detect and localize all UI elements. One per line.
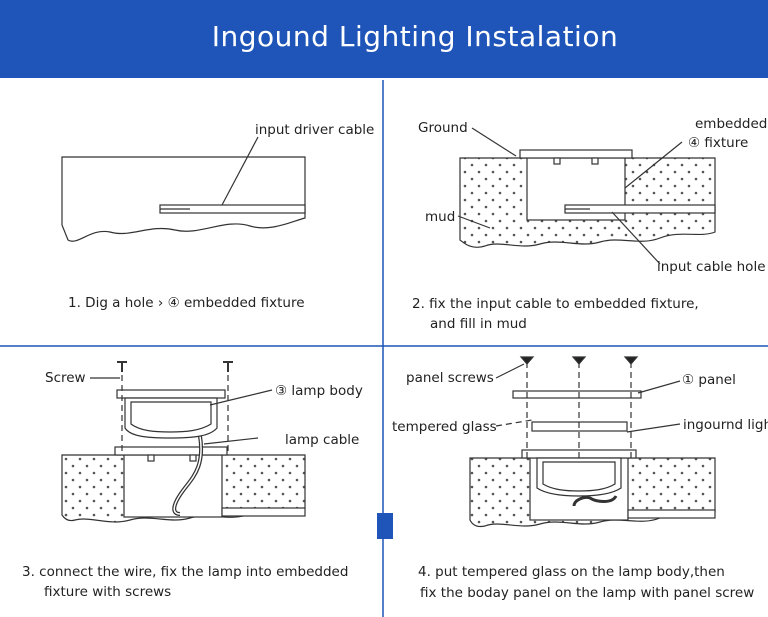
label-input-driver-cable: input driver cable xyxy=(255,122,375,138)
label-embedded: embedded xyxy=(695,116,768,132)
title-banner xyxy=(0,0,768,78)
caption-step2-line1: 2. fix the input cable to embedded fixtu… xyxy=(412,296,699,312)
step4-diagram xyxy=(469,356,716,528)
step3-diagram xyxy=(61,361,306,523)
page-title: Ingound Lighting Instalation xyxy=(211,20,619,53)
label-mud: mud xyxy=(425,209,456,225)
label-lamp-cable: lamp cable xyxy=(285,432,360,448)
installation-diagram xyxy=(0,80,768,617)
blue-marker xyxy=(377,513,393,539)
label-panel-screws: panel screws xyxy=(406,370,494,386)
label-panel: ① panel xyxy=(682,372,736,388)
label-screw: Screw xyxy=(45,370,86,386)
step2-diagram xyxy=(457,127,716,265)
caption-step3-line2: fixture with screws xyxy=(44,584,172,600)
caption-step4-line2: fix the boday panel on the lamp with pan… xyxy=(420,585,755,601)
step1-diagram xyxy=(61,136,306,242)
caption-step3-line1: 3. connect the wire, fix the lamp into e… xyxy=(22,564,349,580)
label-ingournd-light: ingournd ligh xyxy=(683,417,768,433)
caption-step1: 1. Dig a hole › ④ embedded fixture xyxy=(68,295,305,311)
caption-step2-line2: and fill in mud xyxy=(430,316,527,332)
label-lamp-body: ③ lamp body xyxy=(275,383,363,399)
label-embedded-fixture: ④ fixture xyxy=(688,135,749,151)
caption-step4-line1: 4. put tempered glass on the lamp body,t… xyxy=(418,564,725,580)
label-input-cable-hole: input cable hole xyxy=(657,259,766,275)
label-tempered-glass: tempered glass xyxy=(392,419,497,435)
label-ground: Ground xyxy=(418,120,468,136)
